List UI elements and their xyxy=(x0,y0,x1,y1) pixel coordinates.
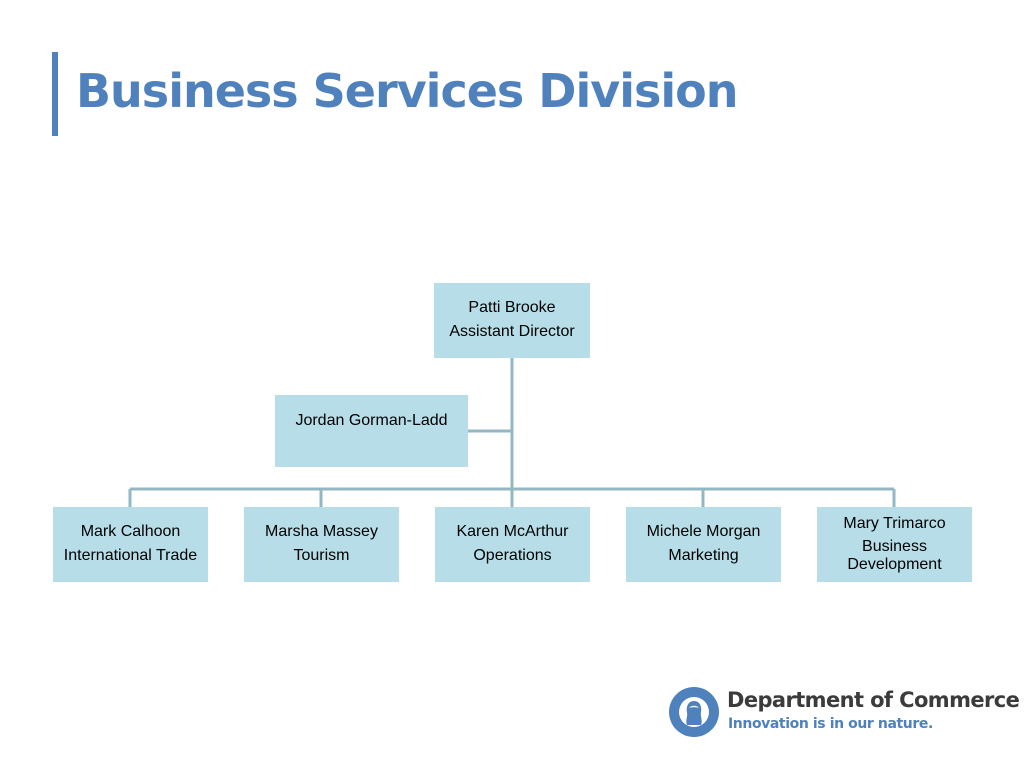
washington-state-seal-icon xyxy=(669,687,719,737)
organization-tagline: Innovation is in our nature. xyxy=(728,716,933,732)
org-node-assistant: Jordan Gorman-Ladd xyxy=(275,395,468,467)
report-role: Operations xyxy=(473,547,552,564)
report-name: Karen McArthur xyxy=(456,523,569,540)
title-accent-bar xyxy=(52,52,58,136)
org-node-report-marketing: Michele Morgan Marketing xyxy=(626,507,781,582)
director-name: Patti Brooke xyxy=(468,299,556,316)
department-of-commerce-logo: Department of Commerce Innovation is in … xyxy=(668,686,1020,742)
report-role: International Trade xyxy=(63,547,198,564)
report-role: Marketing xyxy=(668,547,739,564)
org-node-report-business-development: Mary Trimarco Business Development xyxy=(817,507,972,582)
org-node-report-international-trade: Mark Calhoon International Trade xyxy=(53,507,208,582)
report-name: Michele Morgan xyxy=(646,523,761,540)
report-name: Mark Calhoon xyxy=(80,523,181,540)
org-node-director: Patti Brooke Assistant Director xyxy=(434,283,590,358)
assistant-name: Jordan Gorman-Ladd xyxy=(295,412,448,429)
report-name: Marsha Massey xyxy=(265,523,378,540)
report-role: Business Development xyxy=(847,538,942,573)
report-role: Tourism xyxy=(293,547,350,564)
report-name: Mary Trimarco xyxy=(843,515,946,532)
director-role: Assistant Director xyxy=(449,323,575,340)
org-node-report-operations: Karen McArthur Operations xyxy=(435,507,590,582)
page-title: Business Services Division xyxy=(76,64,739,118)
organization-name: Department of Commerce xyxy=(727,688,1020,712)
org-node-report-tourism: Marsha Massey Tourism xyxy=(244,507,399,582)
